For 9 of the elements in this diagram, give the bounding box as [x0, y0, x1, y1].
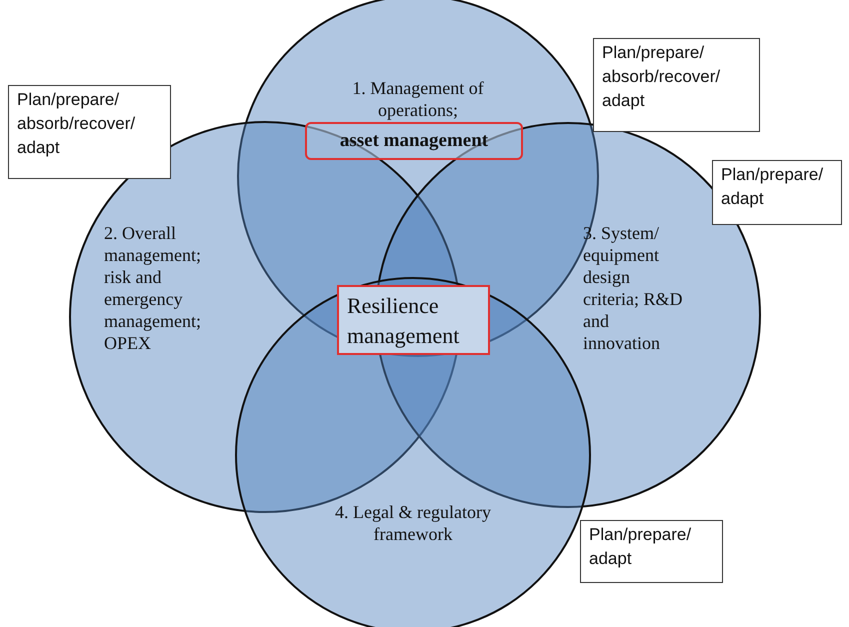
circle-label: 2. Overall management; risk and emergency management; OPEX	[104, 222, 202, 354]
text-box: Plan/prepare/ absorb/recover/ adapt	[593, 38, 760, 132]
center-box: Resilience management	[337, 285, 490, 355]
text-box: Plan/prepare/ adapt	[712, 160, 842, 225]
circle-label: 4. Legal & regulatory framework	[334, 501, 492, 545]
text-box: Plan/prepare/ adapt	[580, 520, 723, 583]
text-box: Plan/prepare/ absorb/recover/ adapt	[8, 85, 171, 179]
circle-label: 1. Management of operations;	[351, 77, 485, 121]
highlight-box: asset management	[305, 122, 523, 160]
